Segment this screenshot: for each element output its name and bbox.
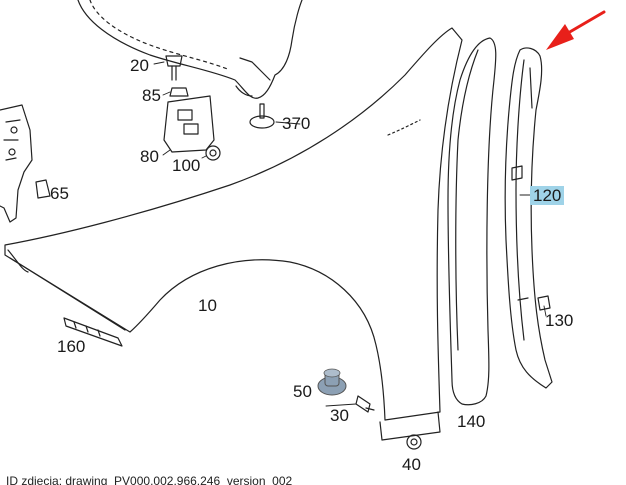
- label-140: 140: [457, 412, 486, 431]
- label-30: 30: [330, 406, 349, 425]
- nut-85: [169, 87, 189, 97]
- fender-panel: [4, 27, 463, 441]
- label-10: 10: [198, 296, 217, 315]
- pillar-bracket: [504, 47, 553, 389]
- label-120: 120: [530, 186, 565, 205]
- image-caption: ID zdjecia: drawing_PV000.002.966.246_ve…: [6, 474, 293, 485]
- stud-370: [249, 103, 275, 129]
- screw-30: [355, 395, 375, 413]
- pointer-arrow: [546, 10, 606, 50]
- wheel-arch-liner: [77, 0, 303, 99]
- bracket-80: [163, 95, 215, 153]
- label-85: 85: [142, 86, 161, 105]
- trim-160: [63, 317, 123, 347]
- nut-40: [406, 434, 422, 450]
- label-80: 80: [140, 147, 159, 166]
- label-130: 130: [545, 311, 574, 330]
- clip-65: [35, 179, 51, 199]
- label-50: 50: [293, 382, 312, 401]
- leader-lines: [153, 61, 547, 407]
- label-370: 370: [282, 114, 311, 133]
- label-40: 40: [402, 455, 421, 474]
- bolt-100: [205, 145, 221, 161]
- seal-strip: [447, 37, 497, 406]
- left-bracket: [0, 104, 33, 223]
- rivet-50: [317, 368, 347, 396]
- label-160: 160: [57, 337, 86, 356]
- screw-130: [537, 295, 551, 311]
- label-20: 20: [130, 56, 149, 75]
- bolt-20: [165, 55, 183, 81]
- label-100: 100: [172, 156, 201, 175]
- label-65: 65: [50, 184, 69, 203]
